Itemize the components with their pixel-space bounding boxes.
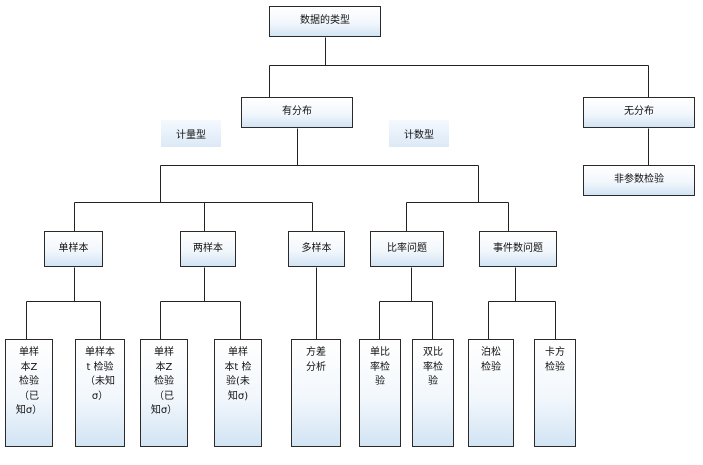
nondistributed-node: 无分布 <box>583 97 695 128</box>
measurement-type-label: 计量型 <box>161 120 221 147</box>
single-sample-node: 单样本 <box>44 231 103 267</box>
count-type-label: 计数型 <box>389 120 449 147</box>
two-sample-node: 两样本 <box>180 231 236 267</box>
leaf-chi-square-test: 卡方检验 <box>534 339 576 447</box>
distributed-node: 有分布 <box>241 97 353 128</box>
multi-sample-node: 多样本 <box>288 231 345 267</box>
leaf-anova: 方差分析 <box>291 339 341 447</box>
event-count-problem-node: 事件数问题 <box>479 231 557 267</box>
root-node: 数据的类型 <box>269 6 381 37</box>
leaf-two-proportion-test: 双比率检验 <box>412 339 454 447</box>
leaf-one-proportion-test: 单比率检验 <box>359 339 401 447</box>
nonparametric-test-node: 非参数检验 <box>583 165 695 196</box>
leaf-poisson-test: 泊松检验 <box>468 339 514 447</box>
ratio-problem-node: 比率问题 <box>370 231 444 267</box>
leaf-two-sample-t-test: 单样本t 检验(未知σ) <box>214 339 262 447</box>
